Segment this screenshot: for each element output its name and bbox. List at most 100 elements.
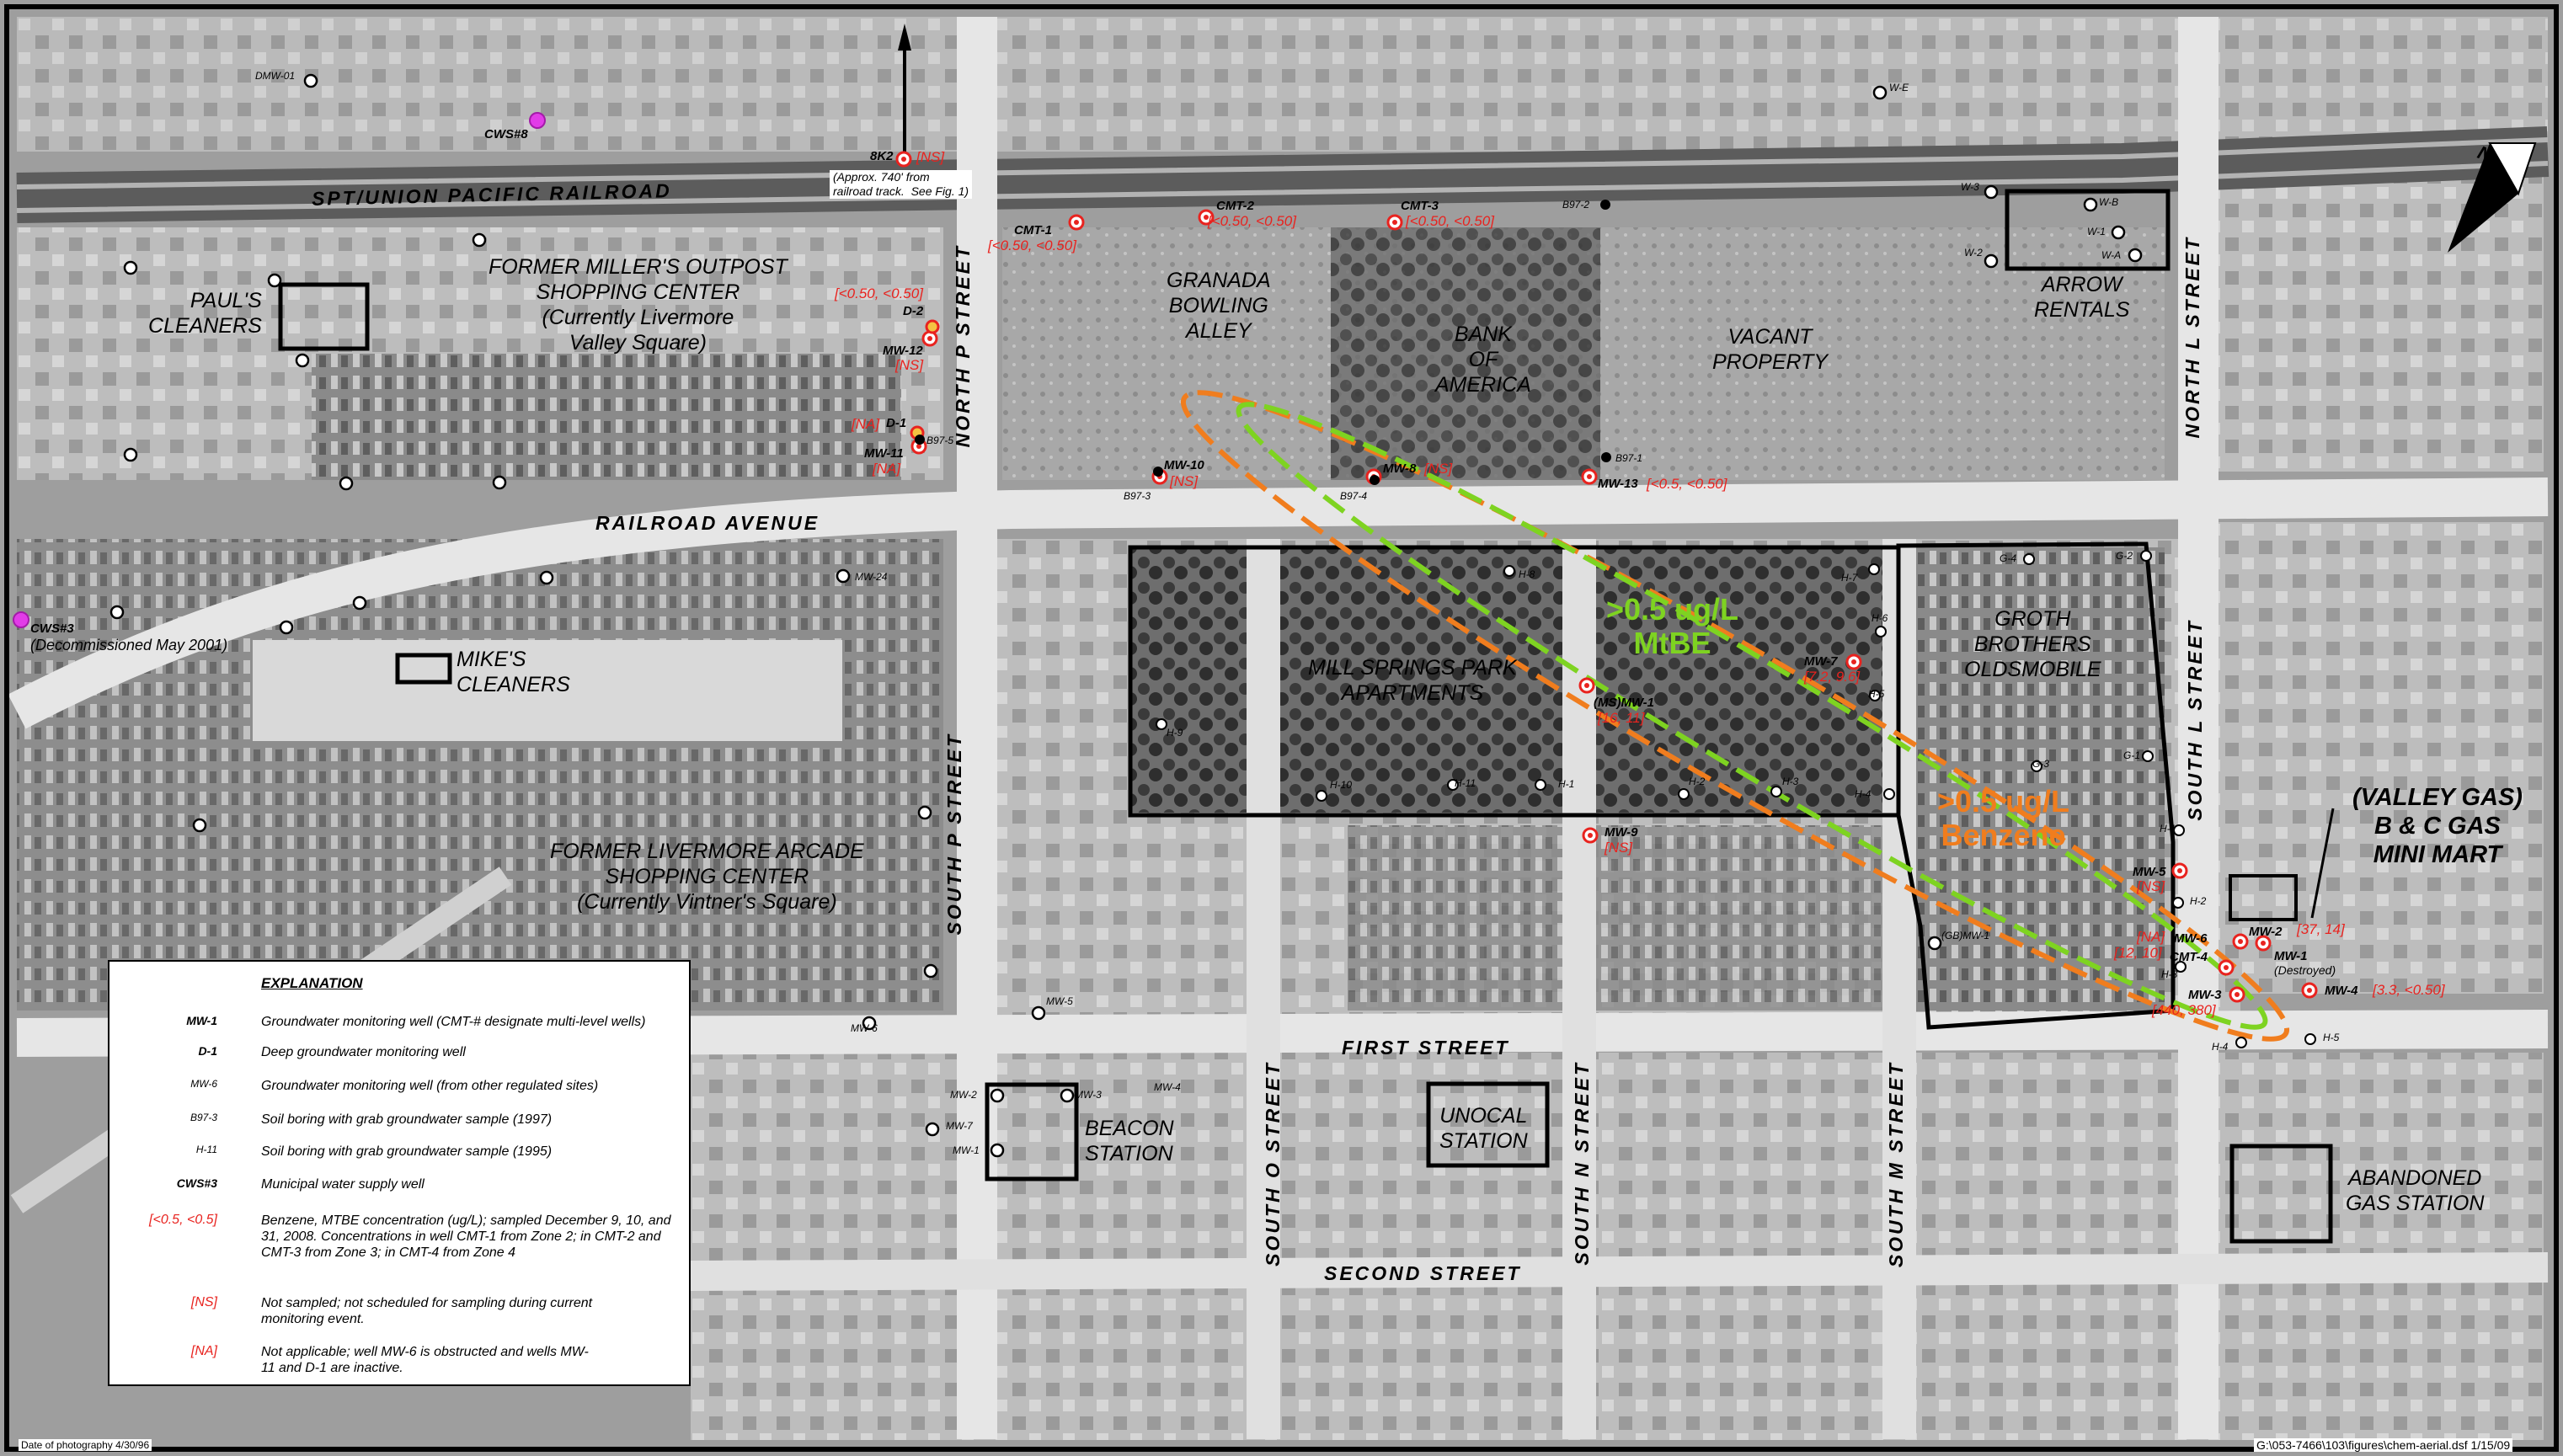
boring-label: H-9 [1167,727,1183,739]
legend-description: Municipal water supply well [261,1177,424,1192]
legend-symbol-label: [NS] [190,1295,217,1309]
conc-mw10: [NS] [1170,473,1199,489]
place-arrow-rentals: ARROW RENTALS [2034,273,2130,322]
legend-symbol-label: B97-3 [190,1112,217,1123]
well-mw5: MW-5 [2133,865,2166,879]
boring-label: H-1 [1558,778,1575,790]
conc-mw2: [37, 14] [2297,921,2345,937]
place-mill-springs: MILL SPRINGS PARK APARTMENTS [1308,656,1517,705]
well-w3: W-3 [1961,181,1979,193]
street-second: SECOND STREET [1324,1262,1522,1284]
well-gbmw1: (GB)MW-1 [1941,930,1990,941]
boring-label: H-4 [1855,788,1872,800]
well-b97-4: B97-4 [1340,490,1368,502]
well-b97-1: B97-1 [1615,452,1643,464]
well-mw24: MW-24 [855,571,888,583]
boring-label: H-3 [1782,776,1799,787]
well-mw1: MW-1 [2274,949,2308,963]
well-cws8: CWS#8 [484,127,528,141]
place-millers-outpost: FORMER MILLER'S OUTPOST SHOPPING CENTER … [489,255,788,355]
well-w2: W-2 [1964,247,1983,259]
street-south-n: SOUTH N STREET [1571,1061,1593,1266]
conc-mw6-a: [NA] [2137,929,2165,945]
well-cmt1: CMT-1 [1014,223,1052,237]
boring-label: G-4 [2000,552,2017,564]
legend-symbol-label: CWS#3 [176,1176,217,1190]
well-8k2: 8K2 [870,149,894,163]
place-beacon-station: BEACON STATION [1085,1117,1174,1165]
place-unocal-station: UNOCAL STATION [1439,1104,1528,1153]
well-mw7: MW-7 [1804,654,1838,669]
conc-mw4: [3.3, <0.50] [2373,982,2445,998]
benzene-plume-label: >0.5 ug/L Benzene [1937,784,2070,852]
place-granada-bowling: GRANADA BOWLING ALLEY [1167,269,1271,343]
street-railroad-avenue: RAILROAD AVENUE [595,512,820,534]
well-mw3-other: MW-3 [1075,1089,1102,1101]
well-mw1-other: MW-1 [953,1144,980,1156]
boring-label: H-7 [1841,572,1858,584]
conc-cmt3: [<0.50, <0.50] [1406,213,1494,229]
well-mw10: MW-10 [1164,458,1204,472]
street-south-l: SOUTH L STREET [2184,619,2206,821]
well-b97-2: B97-2 [1562,199,1590,211]
place-vacant-property: VACANT PROPERTY [1712,325,1829,374]
boring-label: G-2 [2116,550,2133,562]
place-abandoned-gas: ABANDONED GAS STATION [2346,1166,2485,1215]
well-cws3: CWS#3 [30,621,74,636]
well-b97-5: B97-5 [926,435,954,446]
legend-description: Soil boring with grab groundwater sample… [261,1112,553,1127]
boring-label: H-5 [1868,688,1885,700]
file-path: G:\053-7466\103\figures\chem-aerial.dsf … [2254,1438,2513,1452]
conc-d1: [NA] [852,416,880,432]
place-groth-brothers: GROTH BROTHERS OLDSMOBILE [1964,607,2101,681]
well-mw12: MW-12 [883,344,923,358]
map-legend: EXPLANATION MW-1 Groundwater monitoring … [108,960,691,1386]
legend-description: Groundwater monitoring well (CMT-# desig… [261,1015,646,1029]
well-b97-3: B97-3 [1124,490,1151,502]
well-mw2: MW-2 [2249,925,2283,939]
conc-mw7: [7.2, 9.6] [1804,669,1861,685]
well-w1: W-1 [2087,226,2106,237]
well-cmt2: CMT-2 [1216,199,1254,213]
legend-symbol-label: MW-6 [190,1078,217,1090]
photo-date: Date of photography 4/30/96 [19,1439,152,1451]
mtbe-plume-label: >0.5 ug/L MtBE [1606,592,1739,660]
boring-label: H-8 [1519,568,1535,580]
legend-symbol-label: H-11 [195,1144,217,1155]
legend-description: Not sampled; not scheduled for sampling … [261,1296,593,1326]
conc-msmw1: [16, 11] [1598,710,1645,726]
conc-mw9: [NS] [1605,840,1633,856]
well-we: W-E [1889,82,1909,93]
street-south-p: SOUTH P STREET [943,733,965,936]
conc-mw3: [440, 380] [2152,1002,2216,1018]
well-dmw01: DMW-01 [255,70,296,82]
street-north-l: NORTH L STREET [2181,236,2203,439]
conc-mw5: [NS] [2137,878,2165,894]
boring-label: G-3 [2032,758,2050,770]
well-mw4: MW-4 [2325,984,2358,998]
boring-label: H-1 [2160,823,2176,835]
legend-description: Groundwater monitoring well (from other … [261,1079,599,1093]
boring-label: G-1 [2123,749,2141,761]
legend-symbol-label: D-1 [198,1044,217,1058]
well-mw6-other: MW-6 [851,1022,878,1034]
conc-cmt1: [<0.50, <0.50] [988,237,1076,253]
note-8k2: (Approx. 740' from railroad track. See F… [830,170,973,199]
well-mw6: MW-6 [2174,931,2208,946]
well-mw13: MW-13 [1598,477,1638,491]
well-mw3: MW-3 [2188,988,2222,1002]
well-mw4-other: MW-4 [1154,1081,1181,1093]
conc-mw13: [<0.5, <0.50] [1647,476,1727,492]
conc-mw6-b: [12, 10] [2114,945,2162,961]
conc-8k2: [NS] [916,149,945,165]
boring-label: H-2 [2190,895,2207,907]
well-mw5-other: MW-5 [1046,995,1073,1007]
street-first: FIRST STREET [1342,1037,1510,1059]
well-cmt3: CMT-3 [1401,199,1439,213]
boring-label: H-11 [1455,777,1476,789]
conc-mw12: [NS] [895,357,924,373]
boring-label: H-6 [1872,612,1888,624]
legend-description: Soil boring with grab groundwater sample… [261,1144,553,1159]
